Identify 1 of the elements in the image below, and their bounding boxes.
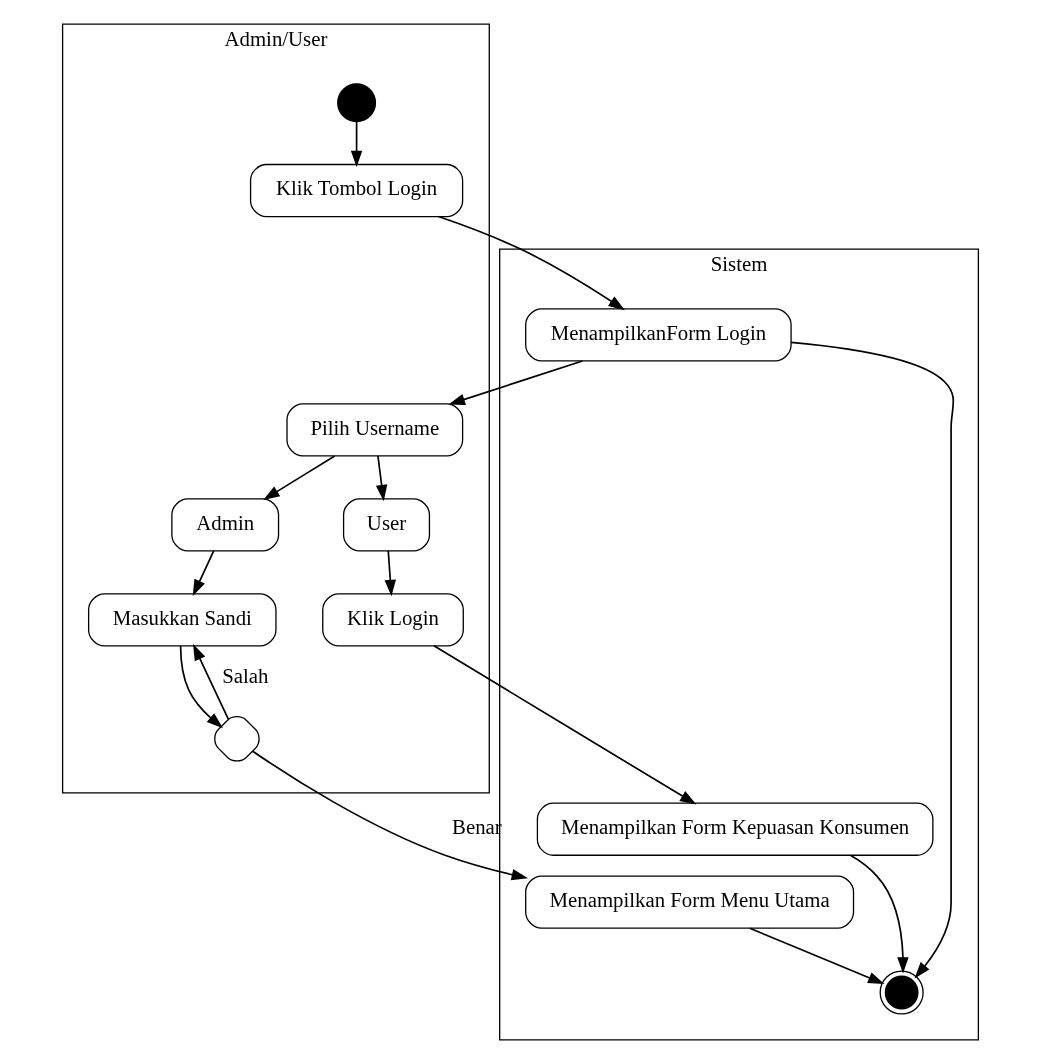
edge-label: Salah (221, 664, 268, 689)
